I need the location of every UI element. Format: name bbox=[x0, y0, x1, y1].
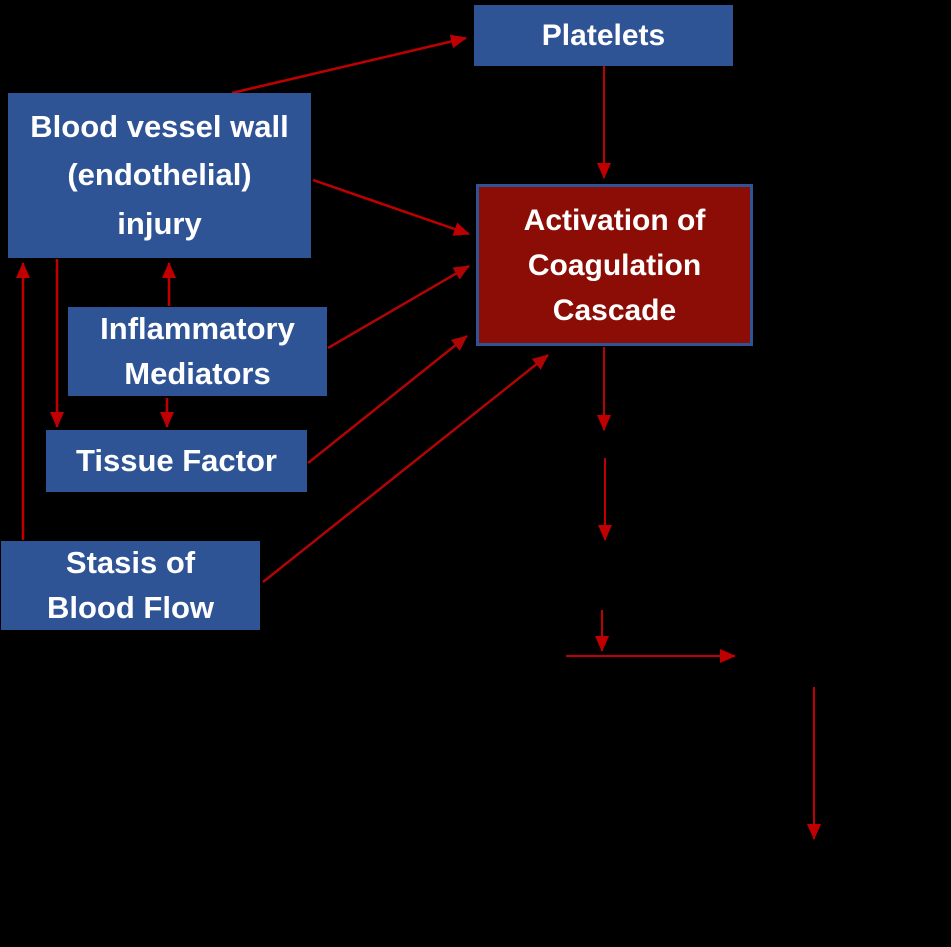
node-activation-of-coagulation-cascade: Activation of Coagulation Cascade bbox=[476, 184, 753, 346]
arrow-tissue-to-activation bbox=[307, 335, 468, 464]
node-activation-of-coagulation-cascade-label: Activation of Coagulation Cascade bbox=[523, 203, 706, 327]
arrow-inflammatory-to-activation bbox=[327, 264, 470, 350]
node-platelets: Platelets bbox=[474, 5, 733, 66]
node-platelets-label: Platelets bbox=[541, 18, 666, 52]
node-tissue-factor: Tissue Factor bbox=[46, 430, 307, 492]
node-stasis-of-blood-flow: Stasis of Blood Flow bbox=[1, 541, 260, 630]
node-inflammatory-mediators: Inflammatory Mediators bbox=[68, 307, 327, 396]
arrow-vessel-to-platelets bbox=[231, 34, 467, 95]
node-inflammatory-mediators-label: Inflammatory Mediators bbox=[100, 311, 295, 391]
arrow-stasis-to-activation bbox=[262, 354, 549, 583]
node-tissue-factor-label: Tissue Factor bbox=[75, 443, 277, 478]
node-blood-vessel-wall-injury-label: Blood vessel wall (endothelial) injury bbox=[30, 109, 289, 241]
node-blood-vessel-wall-injury: Blood vessel wall (endothelial) injury bbox=[8, 93, 311, 258]
node-stasis-of-blood-flow-label: Stasis of Blood Flow bbox=[46, 545, 215, 625]
arrow-vessel-to-activation bbox=[312, 178, 470, 236]
